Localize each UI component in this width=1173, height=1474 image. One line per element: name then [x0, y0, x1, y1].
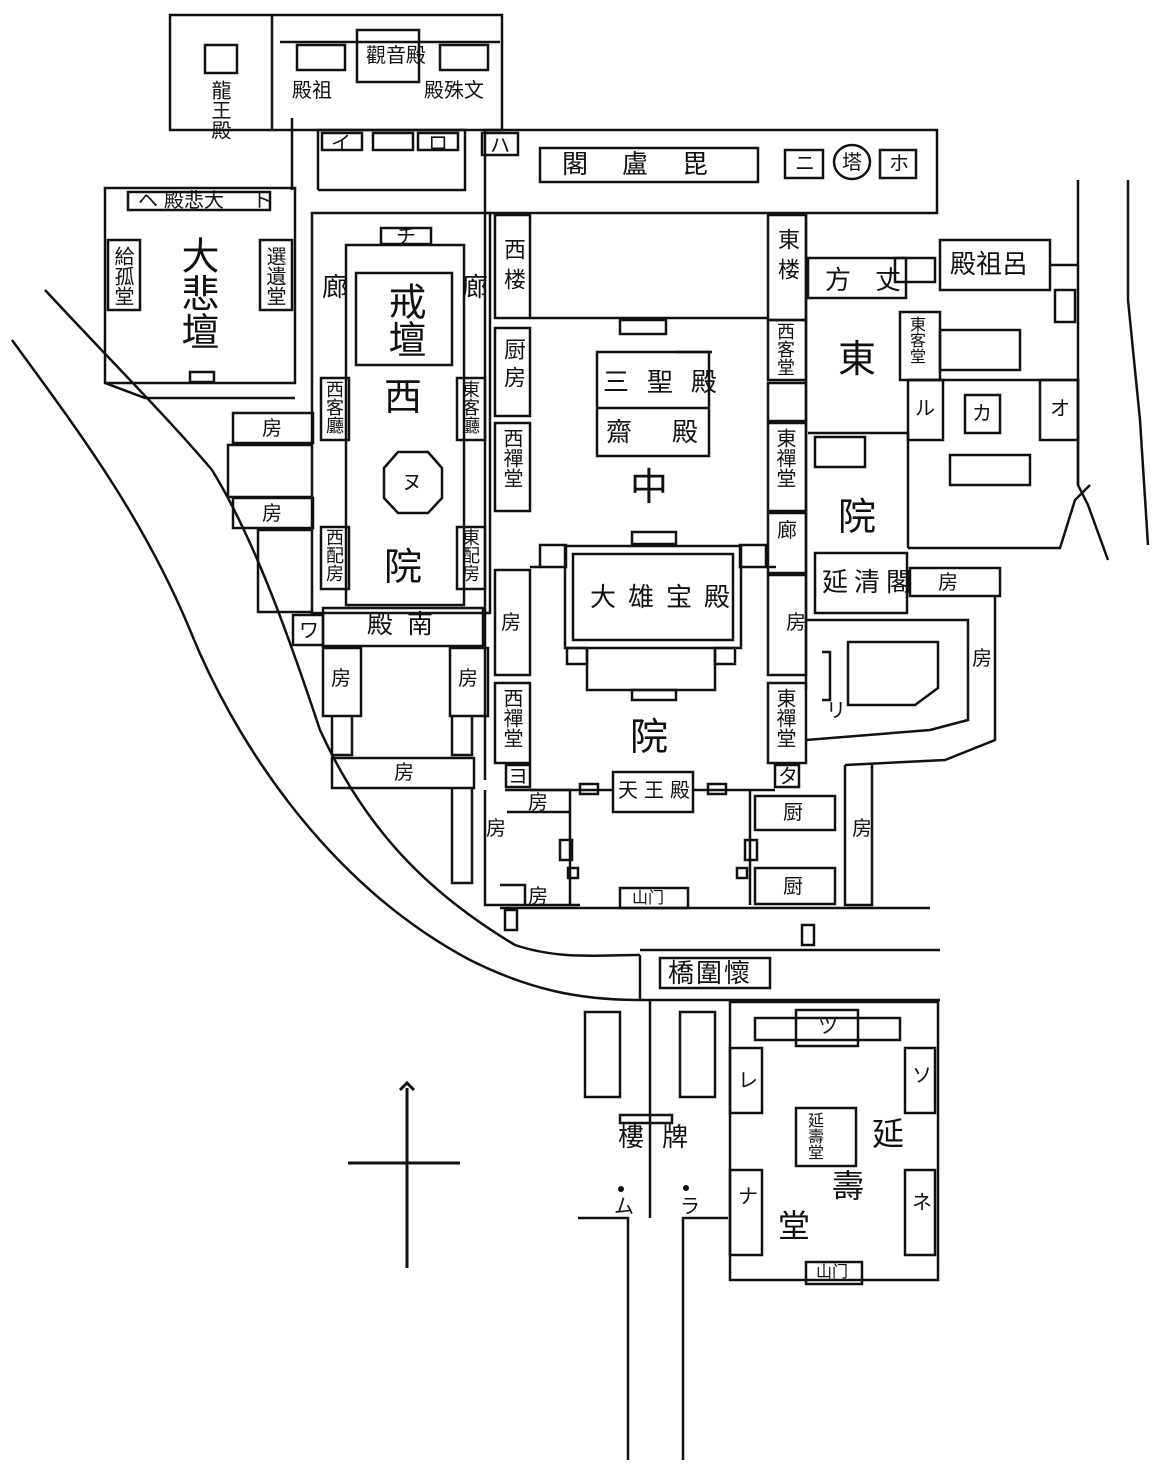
- label-tenno-den: 天王殿: [618, 778, 696, 802]
- label-west-guest: 西客廳: [323, 380, 344, 434]
- label-central-naka: 中: [630, 465, 669, 509]
- label-bo-e1: 房: [938, 570, 958, 594]
- letter-ho: ホ: [889, 151, 909, 175]
- label-bridge: 橋圍懷: [668, 959, 753, 989]
- label-bo-3: 房: [331, 666, 351, 690]
- label-enjudo-1: 延: [872, 1115, 905, 1153]
- letter-nu: ヌ: [402, 470, 422, 494]
- label-west-left-corridor: 廊: [322, 273, 349, 303]
- label-east-tower: 東楼: [774, 228, 799, 288]
- label-enseikaku: 延清閣: [822, 568, 919, 598]
- label-guest-hall: 西客堂: [774, 322, 795, 376]
- label-bo-5: 房: [394, 760, 414, 784]
- label-west-zen-2: 西禪堂: [500, 688, 524, 748]
- label-kitchen-west: 厨房: [500, 338, 525, 394]
- letter-so: ソ: [912, 1063, 932, 1087]
- label-kitchen-east-1: 厨: [783, 800, 803, 824]
- label-senkyo-do: 選遺堂: [263, 246, 287, 306]
- label-west-house: 西配房: [323, 528, 344, 582]
- label-bo-c2: 房: [486, 816, 506, 840]
- label-bell-tower: 樓牌: [618, 1123, 707, 1153]
- label-daihi-den: 殿悲大: [164, 188, 224, 212]
- label-kitchen-east-2: 厨: [783, 874, 803, 898]
- label-west-right-corridor: 廊: [462, 273, 489, 303]
- label-south-hall: 殿南: [367, 610, 448, 640]
- label-bo-c3: 房: [528, 884, 548, 908]
- label-ryuo-den: 龍王殿: [208, 80, 232, 140]
- letter-he: ヘ: [138, 188, 158, 212]
- label-gikko-do: 給孤堂: [111, 246, 135, 306]
- label-bo-c1: 房: [528, 790, 548, 814]
- letter-ha: ハ: [490, 133, 510, 157]
- letter-ru: ル: [915, 396, 935, 420]
- label-hojo: 方丈: [825, 266, 926, 296]
- label-bo-central-w: 房: [501, 610, 521, 634]
- label-daiyu-den: 大雄宝殿: [590, 583, 743, 613]
- label-west-tower: 西楼: [500, 238, 525, 298]
- label-sai-den: 齋殿: [606, 418, 739, 448]
- label-east-in: 院: [838, 495, 877, 539]
- letter-o: オ: [1050, 396, 1070, 420]
- label-birokaku: 閣盧毘: [562, 150, 743, 180]
- label-east-zen-2: 東禪堂: [773, 688, 797, 748]
- letter-ne: ネ: [912, 1190, 932, 1214]
- label-enjudo-small: 延壽堂: [805, 1112, 824, 1160]
- label-west-name-bottom: 院: [384, 545, 423, 589]
- label-enjudo-sanmon: 山门: [816, 1262, 849, 1281]
- label-east-house: 東配房: [459, 528, 480, 582]
- letter-yo: ヨ: [508, 764, 528, 788]
- label-bo-2: 房: [262, 501, 282, 525]
- letter-ri: リ: [826, 698, 846, 722]
- label-east-higashi: 東: [838, 337, 877, 381]
- letter-ra: ラ: [680, 1194, 700, 1218]
- label-bo-1: 房: [262, 416, 282, 440]
- north-arrow-icon: [348, 1080, 460, 1268]
- label-central-in: 院: [630, 715, 669, 759]
- letter-to: ト: [252, 188, 272, 212]
- label-enjudo-3: 堂: [778, 1207, 811, 1245]
- label-bo-4: 房: [458, 666, 478, 690]
- letter-chi: チ: [396, 224, 416, 248]
- label-east-zen: 東禪堂: [773, 428, 797, 488]
- label-sansei-den: 三聖殿: [603, 368, 736, 398]
- letter-i: イ: [331, 131, 351, 155]
- letter-wa: ワ: [299, 618, 319, 642]
- letter-tsu: ツ: [818, 1014, 838, 1038]
- letter-ni: ニ: [795, 151, 815, 175]
- label-monju-den: 殿殊文: [424, 78, 484, 102]
- letter-ta: タ: [778, 764, 798, 788]
- label-sanmon: 山门: [632, 888, 665, 907]
- enjudo-compound: [728, 1000, 940, 1282]
- label-daihidan: 大悲壇: [175, 236, 219, 350]
- label-west-name-top: 西: [384, 375, 423, 419]
- label-bo-central-e: 房: [786, 610, 806, 634]
- label-kaidan: 戒壇: [382, 282, 426, 358]
- label-bo-e2: 房: [972, 646, 992, 670]
- label-enjudo-2: 壽: [832, 1167, 865, 1205]
- letter-ka: カ: [972, 401, 992, 425]
- label-soshi-den-top: 殿祖: [292, 78, 332, 102]
- label-west-zen: 西禪堂: [500, 428, 524, 488]
- label-kannon-den: 觀音殿: [366, 43, 426, 67]
- letter-ro: ロ: [428, 131, 448, 155]
- label-ro-so-den: 殿祖呂: [950, 250, 1029, 280]
- label-pagoda: 塔: [842, 150, 862, 174]
- label-east-corridor: 廊: [777, 518, 797, 542]
- label-east-guest: 東客堂: [907, 316, 926, 364]
- letter-re: レ: [738, 1068, 758, 1092]
- letter-mu: ム: [614, 1194, 634, 1218]
- label-bo-c4: 房: [852, 816, 872, 840]
- label-east-guest-west: 東客廳: [459, 380, 480, 434]
- letter-na: ナ: [738, 1184, 758, 1208]
